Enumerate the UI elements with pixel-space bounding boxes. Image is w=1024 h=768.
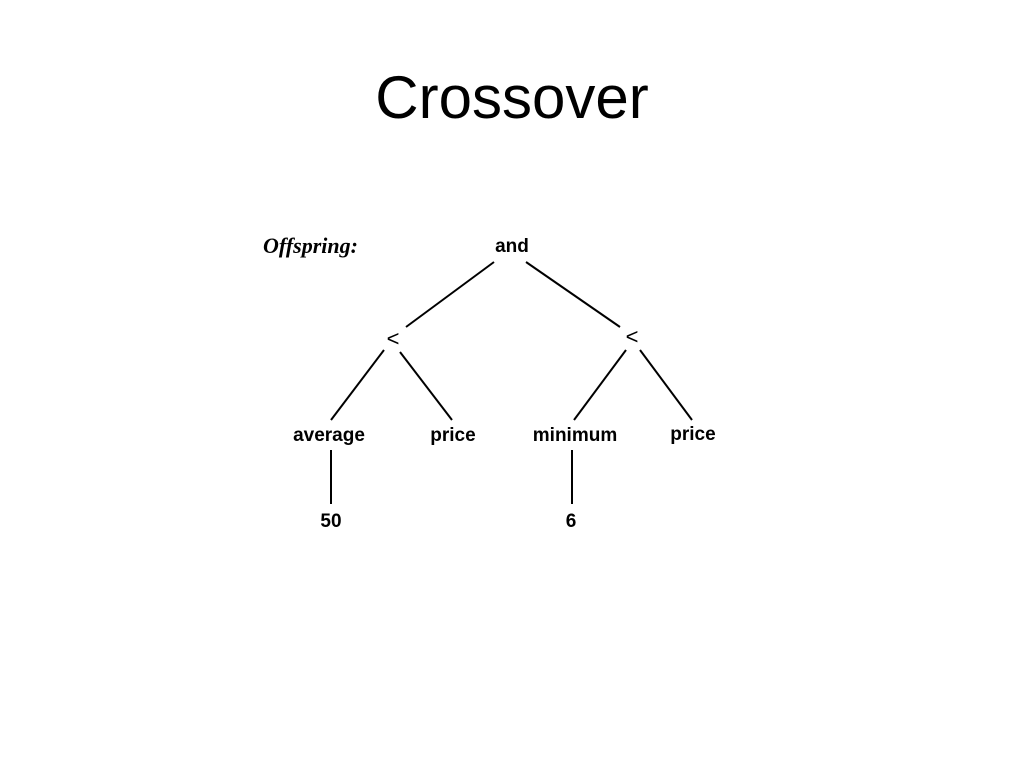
slide-title: Crossover [375,64,649,131]
edge-left-lt-to-average [330,349,385,421]
edge-right-lt-to-price [639,349,693,421]
node-and: and [495,236,529,257]
node-minimum: minimum [533,425,617,446]
node-6: 6 [566,511,577,532]
edge-and-to-left-lt [405,261,495,328]
node-50: 50 [320,511,341,532]
node-average: average [293,425,365,446]
offspring-caption: Offspring: [263,233,358,258]
node-price-right: price [670,424,715,445]
node-less-than-left: < [387,326,400,351]
node-less-than-right: < [626,324,639,349]
edge-left-lt-to-price [399,351,453,421]
edge-right-lt-to-minimum [573,349,627,421]
node-price-left: price [430,425,475,446]
edge-and-to-right-lt [525,261,621,328]
